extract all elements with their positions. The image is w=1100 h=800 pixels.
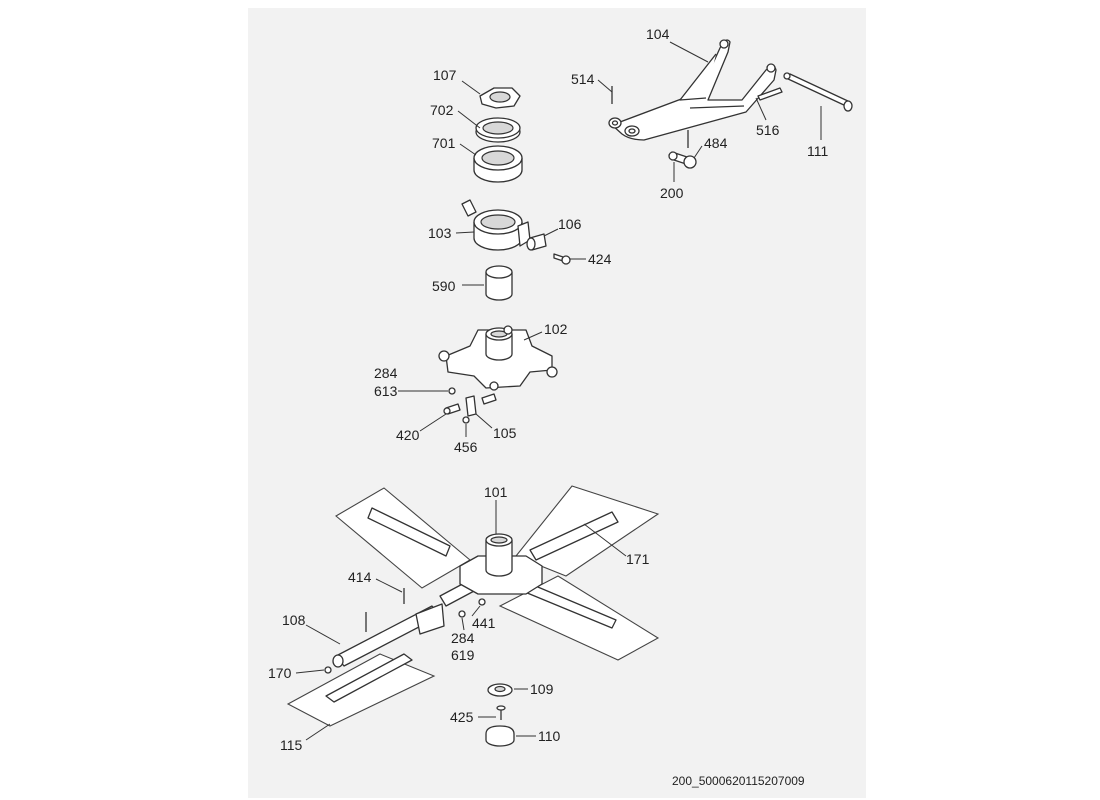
bolts-414 bbox=[365, 588, 405, 632]
callout-102: 102 bbox=[544, 321, 568, 337]
bracket-105 bbox=[465, 393, 497, 417]
hub-plate-102 bbox=[438, 325, 558, 391]
callout-104: 104 bbox=[646, 26, 670, 42]
nut-107 bbox=[479, 87, 521, 109]
callout-105: 105 bbox=[493, 425, 517, 441]
bolt-420 bbox=[443, 403, 461, 415]
leader-lines bbox=[295, 41, 822, 741]
nut-613 bbox=[448, 387, 456, 395]
callout-484: 484 bbox=[704, 135, 728, 151]
bolt-425 bbox=[496, 705, 506, 720]
pin-111 bbox=[783, 72, 853, 112]
diagram-sheet bbox=[248, 8, 866, 798]
nut-441 bbox=[478, 598, 486, 606]
callout-labels: 104 514 516 111 484 200 107 702 701 103 … bbox=[268, 26, 828, 753]
callout-702: 702 bbox=[430, 102, 454, 118]
bar-115 bbox=[325, 653, 413, 703]
callout-424: 424 bbox=[588, 251, 612, 267]
drawing-code: 200_5000620115207009 bbox=[672, 774, 805, 788]
callout-107: 107 bbox=[433, 67, 457, 83]
nut-170 bbox=[324, 666, 332, 674]
callout-456: 456 bbox=[454, 439, 478, 455]
nut-456 bbox=[462, 416, 470, 424]
bearing-701 bbox=[473, 145, 523, 183]
seal-702 bbox=[475, 117, 521, 143]
callout-284-lower: 284 bbox=[451, 630, 475, 646]
callout-514: 514 bbox=[571, 71, 595, 87]
sleeve-590 bbox=[485, 265, 513, 301]
callout-420: 420 bbox=[396, 427, 420, 443]
clip-516 bbox=[757, 87, 783, 101]
callout-414: 414 bbox=[348, 569, 372, 585]
callout-109: 109 bbox=[530, 681, 554, 697]
callout-516: 516 bbox=[756, 122, 780, 138]
bushing-106 bbox=[526, 233, 547, 251]
housing-103 bbox=[461, 199, 531, 251]
callout-590: 590 bbox=[432, 278, 456, 294]
callout-613: 613 bbox=[374, 383, 398, 399]
callout-115: 115 bbox=[280, 737, 303, 753]
callout-108: 108 bbox=[282, 612, 306, 628]
callout-103: 103 bbox=[428, 225, 452, 241]
callout-106: 106 bbox=[558, 216, 582, 232]
bolt-424 bbox=[553, 253, 571, 265]
callout-425: 425 bbox=[450, 709, 474, 725]
washer-514 bbox=[608, 86, 622, 129]
callout-619: 619 bbox=[451, 647, 475, 663]
arm-108 bbox=[332, 603, 445, 668]
arm-assembly-104 bbox=[611, 39, 777, 141]
callout-170: 170 bbox=[268, 665, 292, 681]
callout-171: 171 bbox=[626, 551, 650, 567]
callout-701: 701 bbox=[432, 135, 456, 151]
washer-109 bbox=[487, 683, 513, 697]
callout-111: 111 bbox=[807, 143, 828, 159]
callout-441: 441 bbox=[472, 615, 496, 631]
callout-110: 110 bbox=[538, 728, 561, 744]
hub-101 bbox=[459, 533, 543, 595]
cap-110 bbox=[485, 725, 515, 747]
callout-284-upper: 284 bbox=[374, 365, 398, 381]
callout-101: 101 bbox=[484, 484, 508, 500]
nut-619 bbox=[458, 610, 466, 618]
pin-200 bbox=[668, 130, 697, 169]
callout-200: 200 bbox=[660, 185, 684, 201]
